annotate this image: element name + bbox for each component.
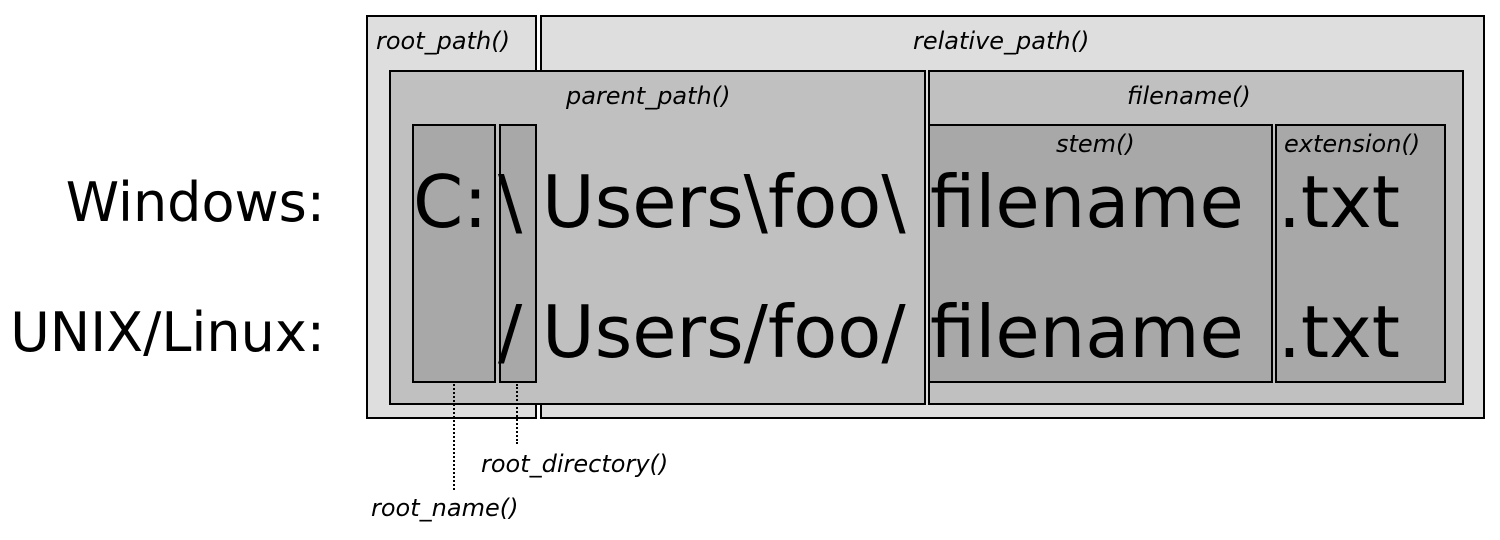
root-name-leader [453,384,455,490]
windows-extension: .txt [1278,160,1400,244]
root-directory-label: root_directory() [481,450,669,478]
root-directory-box [499,124,537,383]
windows-root-name: C: [413,160,488,244]
extension-label: extension() [1284,130,1421,158]
extension-box [1275,124,1446,383]
root-name-label: root_name() [371,494,519,522]
windows-stem: filename [930,160,1244,244]
unix-stem: filename [930,290,1244,374]
root-directory-leader [516,384,518,444]
stem-label: stem() [1056,130,1135,158]
unix-root-directory: / [498,290,523,374]
stem-box [928,124,1273,383]
unix-row-label: UNIX/Linux: [10,301,325,364]
unix-parent-path: Users/foo/ [542,290,906,374]
root-path-label: root_path() [376,27,510,55]
relative-path-label: relative_path() [913,27,1090,55]
filename-label: filename() [1127,82,1251,110]
unix-extension: .txt [1278,290,1400,374]
windows-parent-path: Users\foo\ [542,160,906,244]
windows-root-directory: \ [498,160,523,244]
parent-path-label: parent_path() [566,82,731,110]
root-name-box [412,124,496,383]
windows-row-label: Windows: [65,171,325,234]
